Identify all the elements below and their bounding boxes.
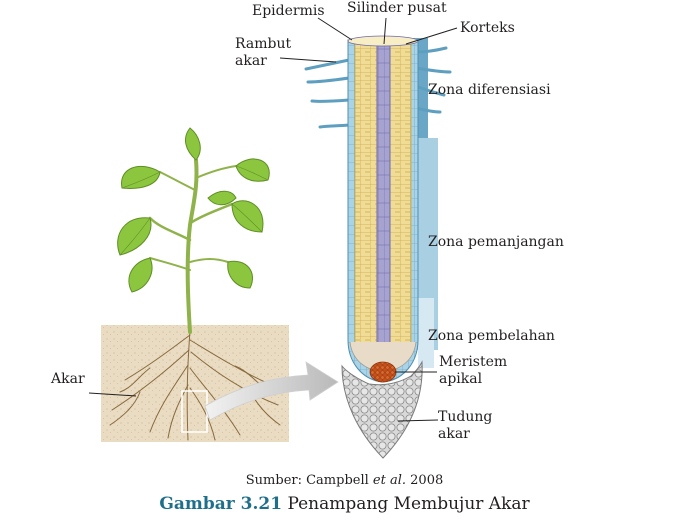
stele <box>376 39 391 364</box>
figure-source: Sumber: Campbell et al. 2008 <box>0 473 689 488</box>
label-epidermis: Epidermis <box>252 3 325 19</box>
root-section <box>304 35 452 459</box>
leader-lines <box>88 17 458 422</box>
source-italic: et al. <box>372 473 407 488</box>
leader-epidermis <box>317 17 353 41</box>
zoom-arrow <box>204 361 339 421</box>
label-zona-pemanjangan: Zona pemanjangan <box>428 234 564 250</box>
leaves <box>117 127 270 293</box>
leader-korteks <box>405 27 458 45</box>
caption-number: Gambar 3.21 <box>159 494 283 514</box>
label-tudung-akar: Tudung akar <box>438 409 493 442</box>
stem <box>148 158 237 334</box>
leader-tudung-akar <box>397 419 439 422</box>
caption-title: Penampang Membujur Akar <box>282 494 530 514</box>
leader-silinder-pusat <box>383 17 387 45</box>
label-akar: Akar <box>51 371 85 387</box>
source-prefix: Sumber: Campbell <box>245 473 373 488</box>
label-korteks: Korteks <box>460 20 515 36</box>
apical-meristem <box>369 361 397 383</box>
root-hairs <box>304 46 452 129</box>
label-zona-diferensiasi: Zona diferensiasi <box>428 82 551 98</box>
leader-rambut-akar <box>279 57 337 63</box>
figure-caption: Gambar 3.21 Penampang Membujur Akar <box>0 494 689 514</box>
root-top <box>347 35 419 47</box>
zone-bar-pembelahan <box>418 298 434 368</box>
root-cap <box>341 360 423 459</box>
label-rambut-akar: Rambut akar <box>235 36 292 69</box>
source-suffix: 2008 <box>406 473 444 488</box>
label-silinder-pusat: Silinder pusat <box>347 0 447 16</box>
leaf-veins <box>119 165 269 256</box>
label-meristem-apikal: Meristem apikal <box>439 354 508 387</box>
leader-akar <box>88 392 137 397</box>
label-zona-pembelahan: Zona pembelahan <box>428 328 555 344</box>
